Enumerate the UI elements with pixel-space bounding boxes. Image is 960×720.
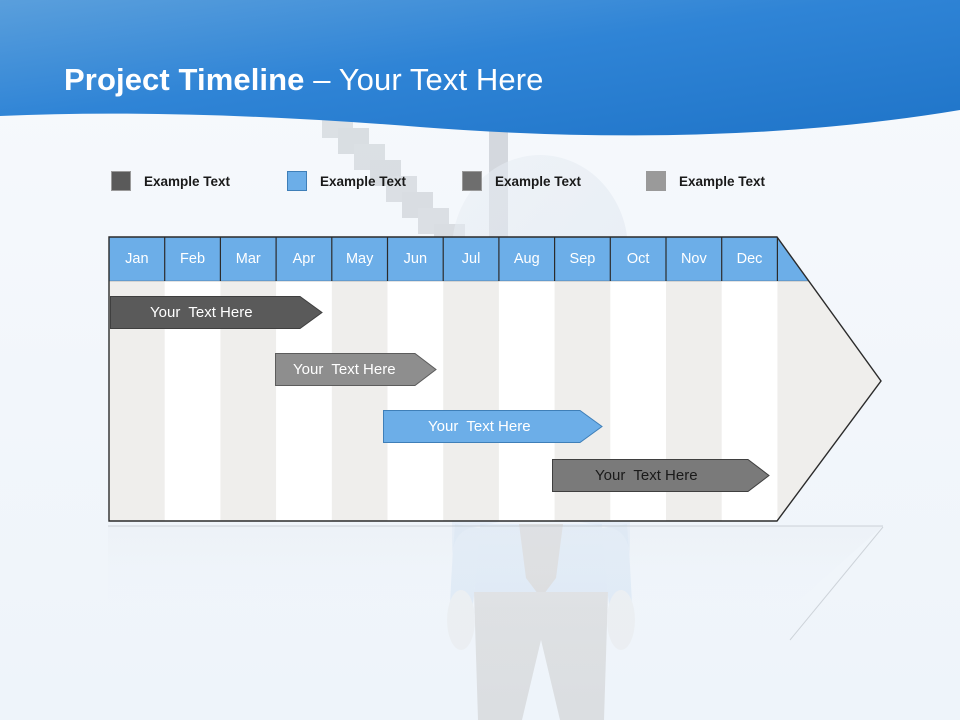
month-text: May <box>345 250 374 267</box>
month-label-sep: Sep <box>555 236 611 281</box>
person-body-graphic <box>447 524 635 720</box>
task-bar-2-shape <box>275 353 437 386</box>
month-label-jun: Jun <box>388 236 444 281</box>
task-bar-2[interactable]: Your Text Here <box>275 353 437 386</box>
month-label-aug: Aug <box>499 236 555 281</box>
legend: Example Text Example Text Example Text E… <box>111 170 811 194</box>
month-text: Aug <box>513 250 540 267</box>
month-separators <box>164 237 779 281</box>
task-bar-2-label: Your Text Here <box>293 361 396 378</box>
legend-item-label: Example Text <box>679 173 766 189</box>
legend-item-label: Example Text <box>495 173 582 189</box>
month-text: Jan <box>125 250 149 267</box>
task-bar-4-label: Your Text Here <box>595 467 698 484</box>
chart-reflection <box>108 526 883 612</box>
month-text: Oct <box>626 250 650 267</box>
task-bar-3-shape <box>383 410 603 443</box>
legend-item[interactable]: Example Text <box>111 170 230 192</box>
legend-swatch-icon <box>111 171 131 191</box>
month-text: Nov <box>680 250 707 267</box>
task-bar-1[interactable]: Your Text Here <box>110 296 323 329</box>
page-title-bold: Project Timeline <box>64 62 305 97</box>
month-header-band <box>109 237 809 281</box>
task-bar-3-label: Your Text Here <box>428 418 531 435</box>
month-text: Apr <box>292 250 316 267</box>
page-title-rest: – Your Text Here <box>304 62 544 97</box>
month-text: Sep <box>569 250 596 267</box>
legend-swatch-icon <box>287 171 307 191</box>
page-title: Project Timeline – Your Text Here <box>64 60 543 100</box>
timeline-chart: Jan Feb Mar Apr May Jun Jul Aug Sep Oct … <box>108 236 883 526</box>
month-label-may: May <box>332 236 388 281</box>
legend-item[interactable]: Example Text <box>287 170 406 192</box>
month-text: Dec <box>736 250 763 267</box>
month-text: Jun <box>403 250 428 267</box>
month-label-jul: Jul <box>443 236 499 281</box>
task-bar-1-shape <box>110 296 323 329</box>
legend-item[interactable]: Example Text <box>646 170 765 192</box>
month-label-mar: Mar <box>220 236 276 281</box>
month-label-feb: Feb <box>165 236 221 281</box>
month-label-dec: Dec <box>722 236 778 281</box>
month-text: Mar <box>235 250 261 267</box>
task-bar-1-label: Your Text Here <box>150 304 253 321</box>
month-label-apr: Apr <box>276 236 332 281</box>
month-label-oct: Oct <box>610 236 666 281</box>
task-bar-3[interactable]: Your Text Here <box>383 410 603 443</box>
legend-swatch-icon <box>462 171 482 191</box>
task-bar-4-shape <box>552 459 770 492</box>
month-label-nov: Nov <box>666 236 722 281</box>
month-label-jan: Jan <box>109 236 165 281</box>
month-text: Feb <box>180 250 206 267</box>
legend-swatch-icon <box>646 171 666 191</box>
legend-item-label: Example Text <box>144 173 231 189</box>
legend-item[interactable]: Example Text <box>462 170 581 192</box>
month-text: Jul <box>461 250 481 267</box>
task-bar-4[interactable]: Your Text Here <box>552 459 770 492</box>
legend-item-label: Example Text <box>320 173 407 189</box>
